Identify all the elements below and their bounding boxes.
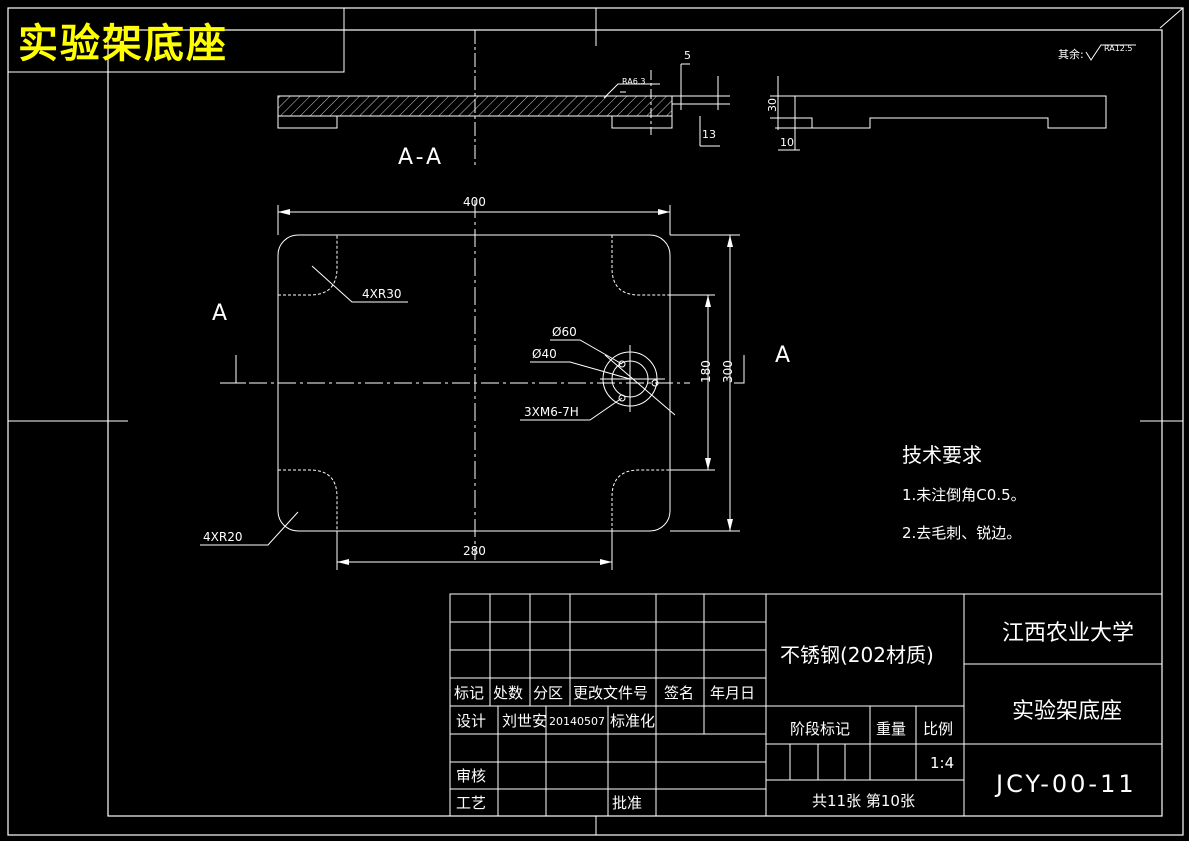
tb-standardize-label: 标准化: [610, 712, 655, 730]
plan-view: [200, 200, 745, 570]
tb-drawing-no: JCY-00-11: [994, 770, 1137, 798]
title-block-grid: [449, 593, 1163, 817]
section-mark-right: A: [775, 343, 790, 368]
section-mark-left: A: [212, 301, 227, 326]
dim-280: 280: [463, 544, 486, 558]
dim-400: 400: [463, 195, 486, 209]
section-label: A-A: [398, 145, 444, 170]
outer-frame: [7, 7, 1184, 836]
roughness-rest-value: RA12.5: [1104, 44, 1133, 53]
dim-30: 30: [766, 98, 779, 112]
tb-col-zone: 分区: [533, 684, 563, 702]
title-banner: 实验架底座: [8, 8, 344, 72]
dim-180: 180: [699, 360, 713, 383]
tb-school: 江西农业大学: [1002, 621, 1134, 646]
tb-scale: 1:4: [930, 754, 954, 772]
tech-req-item-1: 1.未注倒角C0.5。: [902, 486, 1026, 504]
tb-col-date: 年月日: [710, 684, 755, 702]
tech-req-item-2: 2.去毛刺、锐边。: [902, 524, 1021, 542]
tb-sheets: 共11张 第10张: [812, 792, 915, 810]
tb-col-mark: 标记: [454, 684, 484, 702]
tb-approve-label: 批准: [612, 794, 642, 812]
dimension-arrows: [278, 209, 733, 565]
tb-weight-label: 重量: [876, 720, 906, 738]
roughness-section: RA6.3: [622, 77, 645, 86]
roughness-note-label: 其余:: [1058, 47, 1084, 61]
roughness-note: 其余: RA12.5: [1058, 44, 1136, 61]
dia60-label: Ø60: [552, 325, 577, 339]
tb-col-sign: 签名: [664, 684, 694, 702]
tb-date: 20140507: [549, 715, 605, 728]
tech-req-heading: 技术要求: [902, 443, 982, 467]
tb-part-name: 实验架底座: [1012, 699, 1122, 724]
side-view: [770, 76, 1107, 151]
tb-process-label: 工艺: [456, 794, 486, 812]
corner-r20-label: 4XR20: [203, 530, 242, 544]
thread-label: 3XM6-7H: [524, 405, 579, 419]
title-banner-box: [7, 7, 345, 73]
tb-col-count: 处数: [493, 684, 523, 702]
dim-300: 300: [721, 360, 735, 383]
tb-col-doc: 更改文件号: [573, 684, 648, 702]
page-title: 实验架底座: [18, 21, 228, 67]
corner-r30-label: 4XR30: [362, 287, 401, 301]
tb-check-label: 审核: [456, 767, 486, 785]
section-view: [277, 30, 730, 165]
dim-5: 5: [684, 49, 691, 62]
tb-design-label: 设计: [456, 712, 486, 730]
tb-designer: 刘世安: [502, 712, 547, 730]
dim-13: 13: [702, 128, 716, 141]
tb-material: 不锈钢(202材质): [780, 643, 934, 667]
dim-10: 10: [780, 136, 794, 149]
dia40-label: Ø40: [532, 347, 557, 361]
tb-scale-label: 比例: [923, 720, 953, 738]
tb-stage-label: 阶段标记: [790, 720, 850, 738]
centering-marks: [8, 7, 1184, 835]
